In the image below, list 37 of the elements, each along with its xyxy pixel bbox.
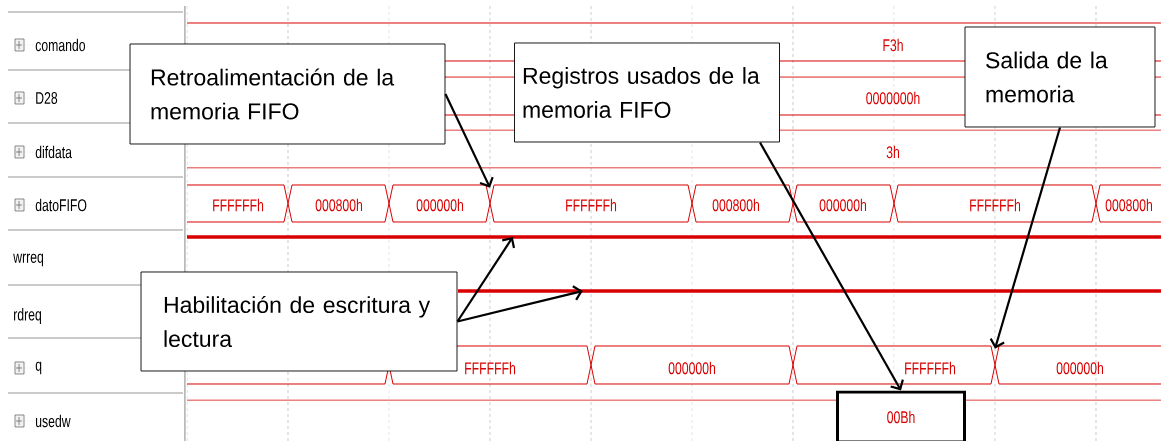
bus-value: FFFFFFh — [465, 361, 516, 375]
bus-transition — [485, 184, 495, 223]
bus-value: F3h — [883, 38, 903, 52]
bus-value: FFFFFFh — [566, 198, 617, 212]
bus-value: 000000h — [416, 198, 463, 212]
signal-name: D28 — [36, 92, 58, 104]
arrow — [759, 141, 904, 391]
callout-box: Salida de la memoria — [964, 26, 1156, 128]
arrow — [989, 127, 1062, 349]
bus-value: 000000h — [819, 198, 866, 212]
bus-value: FFFFFFh — [970, 198, 1021, 212]
bus-value: FFFFFFh — [905, 361, 956, 375]
bus-value: 3h — [886, 145, 899, 159]
bus-transition — [990, 345, 1000, 385]
signal-name: usedw — [36, 414, 71, 428]
arrow — [456, 237, 516, 323]
bus-value: 000800h — [315, 198, 363, 212]
arrow — [444, 93, 494, 188]
bus-value: 000800h — [1105, 198, 1152, 212]
signal-level-line — [458, 289, 1161, 293]
signal-name: comando — [35, 38, 86, 52]
callout-box: Registros usados de la memoria FIFO — [514, 42, 780, 143]
bus-value: 000800h — [712, 198, 759, 212]
value-box: 00Bh — [836, 390, 966, 441]
arrow — [457, 285, 583, 323]
signal-level-line — [187, 235, 1161, 239]
signal-name: wrreq — [13, 253, 44, 267]
signal-name: datoFIFO — [35, 198, 87, 212]
signal-name: difdata — [35, 145, 72, 159]
bus-value: 0000000h — [866, 91, 920, 105]
callout-box: Habilitación de escritura y lectura — [140, 271, 458, 372]
bus-value: FFFFFFh — [213, 198, 264, 212]
callout-box: Retroalimentación de la memoria FIFO — [129, 43, 446, 145]
signal-name: q — [35, 361, 42, 375]
signal-name: rdreq — [14, 308, 41, 324]
bus-value: 000000h — [668, 361, 715, 375]
bus-value: 000000h — [1056, 361, 1103, 375]
